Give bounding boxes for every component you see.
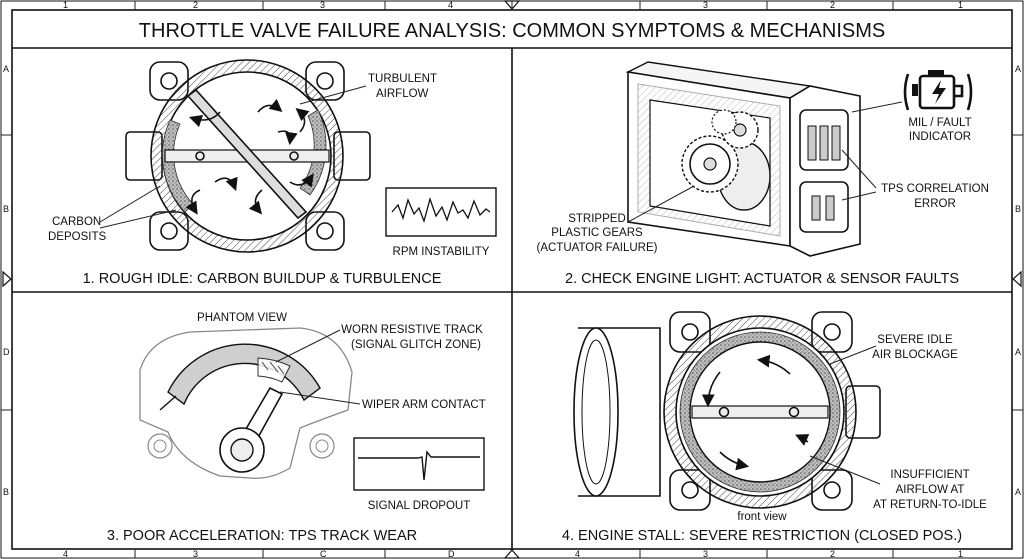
signal-dropout-waveform (358, 450, 480, 481)
panel-rough-idle: TURBULENT AIRFLOW CARBON DEPOSITS RPM IN… (48, 59, 497, 287)
zone-left-2: B (3, 204, 9, 214)
carbon-deposits-right (299, 109, 327, 196)
zone-bottom-2: 3 (193, 549, 198, 559)
turbulence-arrow-7 (188, 111, 221, 128)
leader-tps-1 (841, 149, 877, 189)
label-front-view: front view (737, 511, 787, 523)
leader-carbon-2 (99, 209, 177, 229)
center-mark-right (1012, 270, 1022, 288)
leader-insufficient (809, 455, 881, 485)
center-mark-top (503, 0, 521, 10)
zone-top-1: 1 (63, 0, 68, 10)
label-insufficient-2: AIRFLOW AT (896, 484, 965, 496)
zone-top-6: 2 (830, 0, 835, 10)
zone-top-2: 2 (193, 0, 198, 10)
leader-turbulent (299, 85, 367, 105)
tps-housing-phantom (139, 327, 353, 479)
label-gears-3: (ACTUATOR FAILURE) (537, 242, 658, 254)
zone-bottom-7: 2 (830, 549, 835, 559)
label-insufficient-3: AT RETURN-TO-IDLE (873, 499, 987, 511)
label-severe-1: SEVERE IDLE (877, 334, 953, 346)
label-mil-1: MIL / FAULT (908, 117, 971, 129)
label-phantom-view: PHANTOM VIEW (197, 312, 287, 324)
zone-bottom-8: 1 (958, 549, 963, 559)
leader-carbon-1 (99, 185, 161, 223)
panel-poor-acceleration: PHANTOM VIEW WORN RESISTIVE TRACK (SIGNA… (107, 312, 486, 544)
wiper-pivot-inner (230, 438, 254, 462)
sensor-connector (789, 85, 861, 257)
zone-bottom-6: 3 (703, 549, 708, 559)
label-turbulent-1: TURBULENT (368, 73, 437, 85)
flow-arrow-3 (795, 434, 810, 446)
turbulence-arrow-5 (185, 189, 201, 215)
label-signal-dropout: SIGNAL DROPOUT (368, 500, 470, 512)
caption-panel-4: 4. ENGINE STALL: SEVERE RESTRICTION (CLO… (562, 528, 962, 544)
label-track-1: WORN RESISTIVE TRACK (341, 324, 483, 336)
turbulence-arrow-2 (277, 130, 298, 146)
engine-warning-icon (903, 70, 973, 111)
label-tps-2: ERROR (914, 198, 956, 210)
zone-right-1: A (1015, 64, 1021, 74)
zone-right-3: A (1015, 347, 1021, 357)
connector-lower-socket (799, 181, 849, 233)
zone-left-4: B (3, 487, 9, 497)
panel-check-engine: MIL / FAULT INDICATOR TPS CORRELATION ER… (537, 61, 989, 287)
label-gears-1: STRIPPED (568, 213, 626, 225)
leader-wiper (279, 391, 361, 405)
zone-bottom-1: 4 (63, 549, 68, 559)
zone-top-3: 3 (320, 0, 325, 10)
turbulence-arrow-4 (248, 189, 263, 215)
flow-arrow-4 (756, 354, 791, 375)
flow-arrow-2 (719, 451, 750, 471)
zone-top-5: 3 (703, 0, 708, 10)
zone-bottom-3: C (320, 549, 327, 559)
caption-panel-1: 1. ROUGH IDLE: CARBON BUILDUP & TURBULEN… (83, 271, 442, 287)
leader-gears (627, 185, 695, 223)
leader-track (275, 329, 341, 363)
label-wiper-contact: WIPER ARM CONTACT (362, 399, 486, 411)
zone-top-7: 1 (958, 0, 963, 10)
turbulence-arrow-8 (289, 173, 314, 188)
throttle-plate (186, 88, 308, 220)
center-mark-bottom (503, 549, 521, 559)
zone-right-2: B (1015, 204, 1021, 214)
turbulence-arrow-1 (257, 98, 283, 113)
leader-mil (851, 101, 903, 113)
zone-right-4: A (1015, 487, 1021, 497)
label-rpm-instability: RPM INSTABILITY (393, 246, 490, 258)
zone-left-1: A (3, 64, 9, 74)
rpm-waveform (391, 196, 491, 224)
label-severe-2: AIR BLOCKAGE (872, 349, 958, 361)
label-carbon-1: CARBON (52, 216, 101, 228)
label-tps-1: TPS CORRELATION (881, 183, 989, 195)
turbulence-arrow-6 (214, 176, 238, 191)
center-mark-left (2, 270, 12, 288)
leader-severe (829, 345, 877, 365)
signal-inset-frame (353, 437, 485, 491)
zone-bottom-4: D (448, 549, 455, 559)
connector-upper-socket (799, 109, 849, 171)
label-turbulent-2: AIRFLOW (376, 88, 429, 100)
label-mil-2: INDICATOR (909, 131, 971, 143)
throttle-shaft4 (691, 405, 829, 419)
panel-engine-stall: SEVERE IDLE AIR BLOCKAGE INSUFFICIENT AI… (562, 311, 987, 544)
zone-labels: 1 2 3 4 3 2 1 4 3 C D 4 3 2 1 A B D B A … (3, 0, 1021, 559)
turbulence-arrow-3 (295, 107, 310, 133)
worn-glitch-zone (257, 357, 291, 383)
zone-bottom-5: 4 (575, 549, 580, 559)
caption-panel-2: 2. CHECK ENGINE LIGHT: ACTUATOR & SENSOR… (565, 271, 959, 287)
zone-left-3: D (3, 347, 10, 357)
caption-panel-3: 3. POOR ACCELERATION: TPS TRACK WEAR (107, 528, 417, 544)
label-gears-2: PLASTIC GEARS (551, 227, 643, 239)
leader-tps-2 (841, 191, 877, 201)
flow-arrow-1 (701, 371, 721, 408)
rpm-inset-frame (385, 187, 497, 237)
label-insufficient-1: INSUFFICIENT (890, 469, 969, 481)
zone-top-4: 4 (448, 0, 453, 10)
label-track-2: (SIGNAL GLITCH ZONE) (351, 339, 481, 351)
diagram-title: THROTTLE VALVE FAILURE ANALYSIS: COMMON … (139, 20, 885, 42)
label-carbon-2: DEPOSITS (48, 231, 106, 243)
